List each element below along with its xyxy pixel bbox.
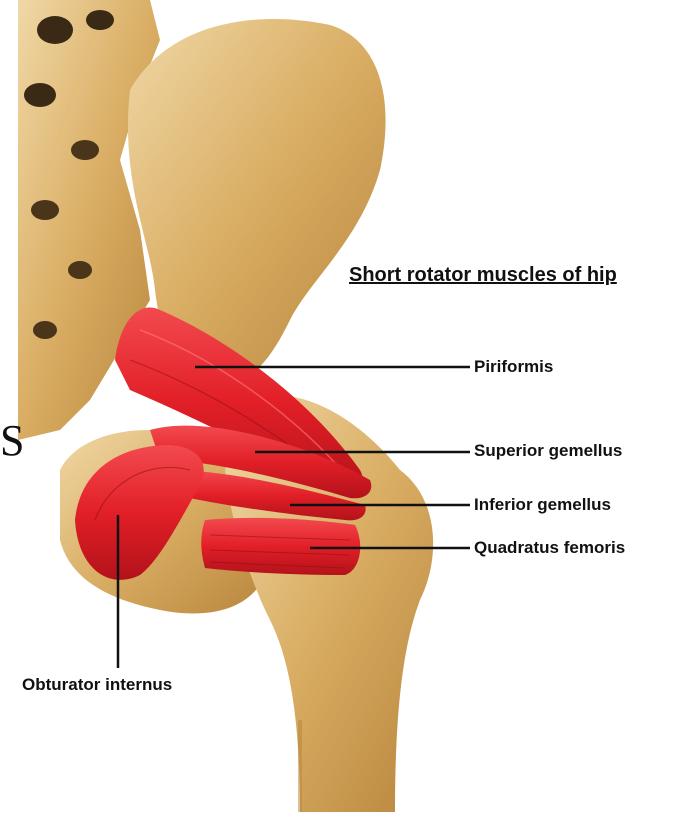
label-quadratus-femoris: Quadratus femoris (474, 538, 625, 558)
quadratus-femoris-muscle (201, 518, 360, 575)
label-superior-gemellus: Superior gemellus (474, 441, 622, 461)
label-obturator-internus: Obturator internus (22, 675, 172, 695)
diagram-title: Short rotator muscles of hip (349, 264, 617, 287)
label-piriformis: Piriformis (474, 357, 553, 377)
label-inferior-gemellus: Inferior gemellus (474, 495, 611, 515)
stray-letter: S (0, 415, 24, 466)
